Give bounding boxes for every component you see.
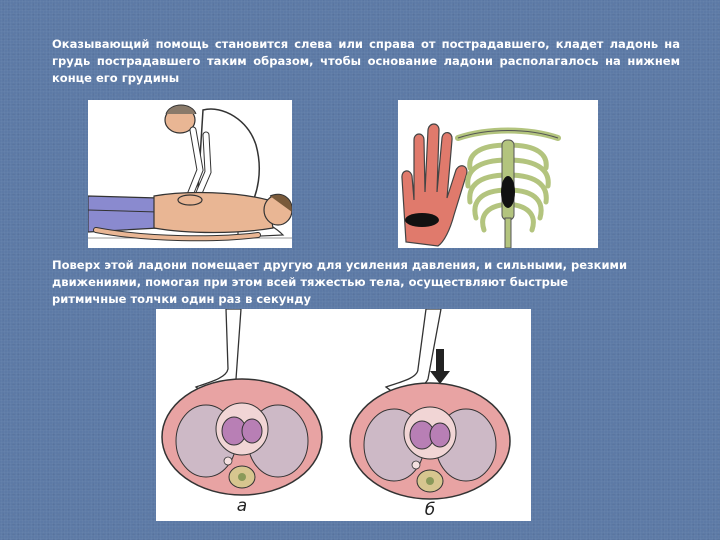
instruction-text-compressions: Поверх этой ладони помещает другую для у… — [52, 258, 627, 306]
illustration-palm-and-ribcage — [398, 100, 598, 248]
figure-label-b: б — [425, 500, 435, 520]
instruction-text-hand-placement: Оказывающий помощь становится слева или … — [52, 37, 680, 85]
figure-label-a: а — [237, 496, 247, 516]
illustration-rescuer-position — [88, 100, 292, 248]
illustration-chest-cross-sections: а б — [156, 309, 531, 521]
